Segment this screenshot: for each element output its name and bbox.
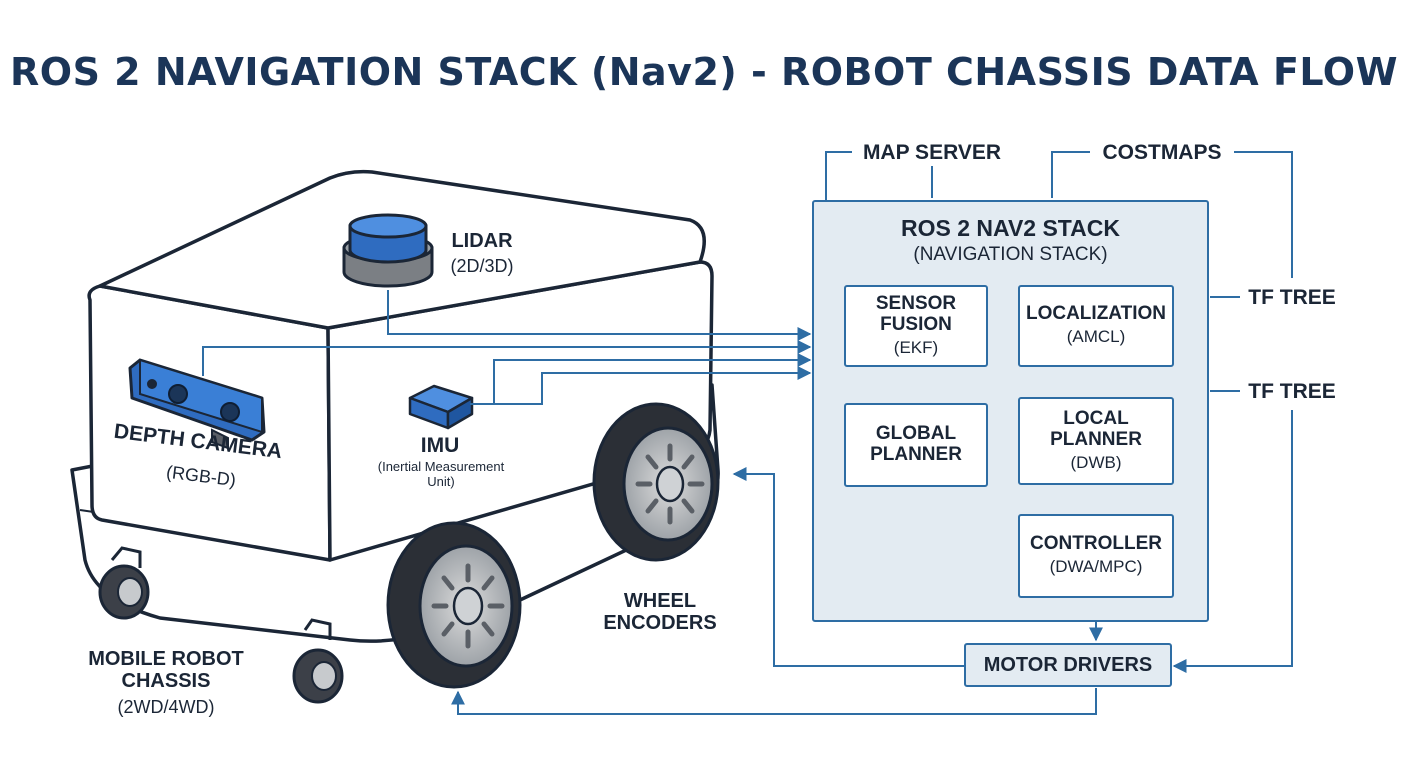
motor-drivers-box: MOTOR DRIVERS <box>964 643 1172 687</box>
sensor-fusion-sub: (EKF) <box>893 337 939 357</box>
lidar-label: LIDAR <box>451 230 513 252</box>
local-planner-sub: (DWB) <box>1070 452 1122 472</box>
tf-tree-label-1: TF TREE <box>1240 286 1344 310</box>
chassis-line2: CHASSIS <box>121 670 211 693</box>
costmaps-to-stack-line <box>1051 151 1090 198</box>
diagram-title: ROS 2 NAVIGATION STACK (Nav2) - ROBOT CH… <box>10 50 1398 94</box>
imu-label: IMU <box>420 434 460 457</box>
caster-wheel-left <box>98 546 150 620</box>
motor-to-rear-wheel-arrow <box>732 467 964 667</box>
sensor-fusion-line2: FUSION <box>880 313 952 335</box>
imu-sub-line1: (Inertial Measurement <box>377 459 505 474</box>
local-planner-line1: LOCAL <box>1063 407 1129 429</box>
sensor-fusion-line1: SENSOR <box>875 292 957 314</box>
wheel-encoders-label: WHEEL ENCODERS <box>590 590 730 635</box>
global-planner-line2: PLANNER <box>870 444 962 465</box>
controller-label: CONTROLLER <box>1030 533 1162 555</box>
sensor-fusion-box: SENSOR FUSION (EKF) <box>844 285 988 367</box>
controller-sub: (DWA/MPC) <box>1049 557 1143 577</box>
motor-drivers-label: MOTOR DRIVERS <box>983 654 1153 676</box>
costmaps-label: COSTMAPS <box>1092 141 1232 165</box>
lidar-sensor <box>342 213 434 288</box>
imu-to-stack-arrow-1 <box>470 353 812 405</box>
map-server-label: MAP SERVER <box>852 141 1012 165</box>
depth-camera-sensor <box>128 358 266 450</box>
localization-sub: (AMCL) <box>1066 327 1126 347</box>
tf-tree-label-2: TF TREE <box>1240 380 1344 404</box>
global-planner-line1: GLOBAL <box>875 423 957 445</box>
lidar-sub-label: (2D/3D) <box>450 256 514 276</box>
lidar-to-stack-arrow <box>387 290 812 341</box>
local-planner-line2: PLANNER <box>1050 428 1142 450</box>
nav2-stack-subtitle: (NAVIGATION STACK) <box>913 244 1108 265</box>
localization-box: LOCALIZATION (AMCL) <box>1018 285 1174 367</box>
nav2-stack-title: ROS 2 NAV2 STACK <box>901 215 1120 241</box>
wheel-encoders-line1: WHEEL <box>623 590 697 612</box>
costmaps-to-tf-line <box>1234 151 1293 278</box>
motor-to-front-wheel-arrow <box>451 688 1097 715</box>
wheel-encoders-line2: ENCODERS <box>603 612 717 635</box>
localization-label: LOCALIZATION <box>1025 303 1166 325</box>
chassis-sub-label: (2WD/4WD) <box>117 697 215 717</box>
controller-box: CONTROLLER (DWA/MPC) <box>1018 514 1174 598</box>
caster-wheel-right <box>292 618 344 704</box>
drive-wheel-rear <box>592 402 720 562</box>
imu-sensor <box>408 384 474 430</box>
global-planner-box: GLOBAL PLANNER <box>844 403 988 487</box>
drive-wheel-front <box>386 521 522 689</box>
chassis-line1: MOBILE ROBOT <box>88 648 244 670</box>
imu-sub-line2: Unit) <box>427 473 455 489</box>
imu-sub-label: (Inertial Measurement Unit) <box>356 459 526 490</box>
camera-to-stack-arrow <box>202 340 812 376</box>
imu-to-stack-arrow-2 <box>494 366 812 405</box>
local-planner-box: LOCAL PLANNER (DWB) <box>1018 397 1174 485</box>
tf-tree-to-motor-arrow <box>1172 410 1293 673</box>
chassis-label: MOBILE ROBOT CHASSIS <box>66 648 266 693</box>
